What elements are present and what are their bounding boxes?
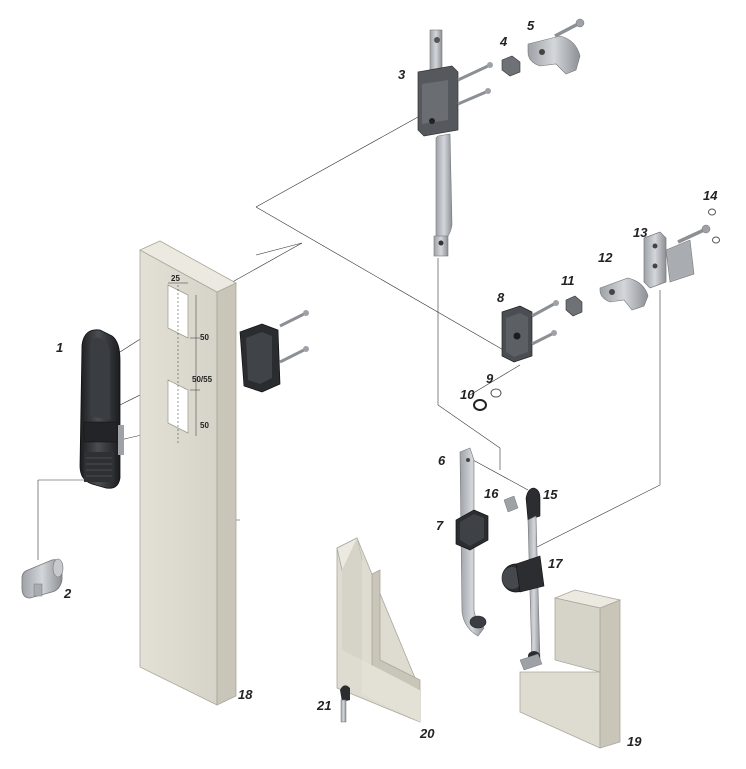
panel-part-20 [336, 537, 421, 723]
label-part-10: 10 [460, 387, 475, 402]
nut-part-11 [565, 295, 583, 317]
roller-part-17 [501, 555, 545, 593]
dimension-25: 25 [171, 274, 180, 283]
washers-part-14 [708, 208, 720, 244]
label-part-3: 3 [398, 67, 406, 82]
label-part-18: 18 [238, 687, 253, 702]
washer-part-9 [490, 388, 502, 398]
bracket-part-12 [599, 277, 649, 311]
frame-bracket-part-19 [519, 589, 622, 749]
label-part-12: 12 [598, 250, 613, 265]
pin-part-16 [503, 495, 519, 513]
mounting-plate-part-8 [501, 300, 559, 363]
label-part-11: 11 [561, 273, 575, 288]
label-part-9: 9 [486, 371, 494, 386]
bracket-part-5 [527, 18, 585, 75]
handle-part-1 [79, 329, 124, 489]
nut-part-4 [501, 55, 521, 77]
label-part-14: 14 [703, 188, 718, 203]
hinge-block [239, 310, 309, 393]
label-part-4: 4 [499, 34, 508, 49]
dimension-50-bottom: 50 [200, 421, 209, 430]
hinge-plate-part-13 [643, 224, 711, 289]
label-part-15: 15 [543, 487, 558, 502]
cylinder-part-2 [21, 558, 64, 599]
label-part-17: 17 [548, 556, 563, 571]
label-part-20: 20 [419, 726, 435, 741]
label-part-2: 2 [63, 586, 72, 601]
label-part-19: 19 [627, 734, 642, 749]
knob-part-7 [455, 509, 489, 551]
dimension-50-top: 50 [200, 333, 209, 342]
label-part-16: 16 [484, 486, 499, 501]
label-part-6: 6 [438, 453, 446, 468]
dimension-50-55: 50/55 [192, 375, 213, 384]
upper-latch-part-3 [417, 29, 493, 257]
label-part-8: 8 [497, 290, 505, 305]
hinge-pin-part-21 [340, 685, 350, 723]
washer-part-10 [473, 399, 487, 411]
door-panel-part-18 [139, 240, 237, 706]
rod-assembly-part-15 [519, 487, 543, 671]
label-part-1: 1 [56, 340, 63, 355]
label-part-5: 5 [527, 18, 535, 33]
label-part-13: 13 [633, 225, 648, 240]
label-part-7: 7 [436, 518, 444, 533]
leader-lines [37, 116, 661, 560]
label-part-21: 21 [316, 698, 331, 713]
